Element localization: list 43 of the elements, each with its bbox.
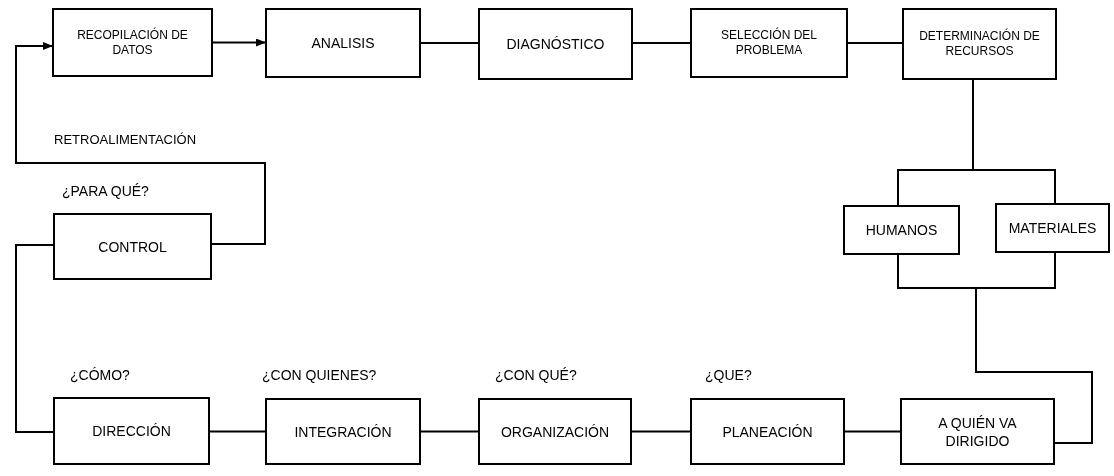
question-label: ¿QUE? [705, 366, 752, 384]
connector-line [420, 42, 479, 44]
box-label: CONTROL [98, 237, 167, 256]
process-box [900, 398, 1055, 465]
box-label: RECOPILACIÓN DE DATOS [76, 27, 189, 58]
process-box [265, 398, 421, 465]
connector-line [631, 430, 691, 433]
arrow [212, 38, 266, 47]
process-box [53, 213, 212, 280]
box-label: SELECCIÓN DEL PROBLEMA [720, 28, 818, 58]
process-box [478, 8, 633, 80]
box-label: HUMANOS [865, 221, 938, 239]
box-label: DETERMINACIÓN DE RECURSOS [918, 29, 1041, 59]
process-box [478, 398, 632, 465]
arrow [15, 42, 266, 245]
question-label: ¿CÓMO? [70, 366, 130, 384]
connector-line [975, 252, 1093, 444]
connector-line [632, 42, 691, 44]
box-label: DIRECCIÓN [92, 422, 171, 440]
connector-line [972, 79, 1056, 204]
box-label: ORGANIZACIÓN [500, 422, 610, 441]
connector-line [420, 430, 479, 433]
process-box [690, 8, 848, 78]
connector-line [847, 42, 903, 44]
process-box [690, 398, 845, 465]
question-label: ¿CON QUIENES? [262, 366, 377, 384]
question-label: ¿PARA QUÉ? [62, 182, 149, 200]
process-box [902, 8, 1057, 80]
box-label: DIAGNÓSTICO [506, 35, 605, 53]
question-label: ¿CON QUÉ? [495, 366, 577, 384]
box-label: INTEGRACIÓN [294, 422, 392, 441]
process-box [52, 8, 213, 77]
box-label: A QUIÉN VA DIRIGIDO [937, 413, 1018, 450]
box-label: PLANEACIÓN [722, 422, 813, 441]
box-label: ANALISIS [311, 34, 375, 52]
process-box [53, 397, 210, 465]
connector-line [209, 430, 266, 433]
process-box [265, 8, 421, 78]
process-box [995, 203, 1110, 253]
process-box [843, 205, 960, 255]
connector-line [15, 244, 54, 433]
connector-line [844, 430, 901, 433]
box-label: MATERIALES [1008, 219, 1097, 237]
